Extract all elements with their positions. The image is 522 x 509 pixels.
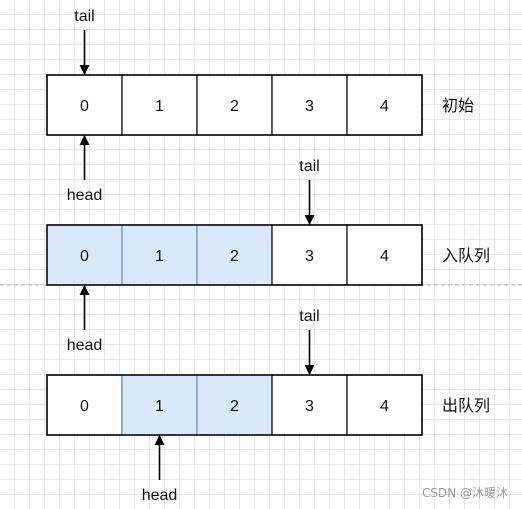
queue-cell: 1	[121, 374, 198, 436]
cell-index-label: 0	[80, 248, 89, 265]
cell-index-label: 2	[230, 398, 239, 415]
queue-outline	[46, 224, 423, 286]
queue-row-0: 0 1 2 3 4 初始 tail head	[46, 8, 474, 204]
cell-index-label: 0	[80, 98, 89, 115]
rows-layer: 0 1 2 3 4 初始 tail head 0 1 2 3 4 入队列 tail head 0 1 2 3 4 出队列 t…	[46, 8, 490, 504]
queue-cell: 2	[196, 224, 273, 286]
cell-index-label: 4	[380, 248, 389, 265]
cell-index-label: 1	[155, 398, 164, 415]
cell-box	[121, 224, 198, 286]
queue-cell: 0	[46, 74, 123, 136]
tail-label: tail	[299, 308, 319, 325]
cell-index-label: 3	[305, 248, 314, 265]
queue-cell: 4	[346, 374, 423, 436]
queue-cell: 1	[121, 74, 198, 136]
cell-box	[121, 374, 198, 436]
cell-index-label: 2	[230, 248, 239, 265]
queue-cell: 2	[196, 374, 273, 436]
head-label: head	[67, 337, 103, 354]
watermark: CSDN @沐暖沐	[421, 486, 508, 500]
queue-outline	[46, 374, 423, 436]
queue-cell: 0	[46, 374, 123, 436]
cell-box	[271, 224, 348, 286]
cell-box	[46, 374, 123, 436]
cell-index-label: 3	[305, 98, 314, 115]
queue-cell: 3	[271, 374, 348, 436]
tail-label: tail	[299, 158, 319, 175]
cell-box	[121, 74, 198, 136]
cell-index-label: 3	[305, 398, 314, 415]
cell-index-label: 4	[380, 398, 389, 415]
cell-index-label: 1	[155, 248, 164, 265]
cell-index-label: 0	[80, 398, 89, 415]
queue-cell: 2	[196, 74, 273, 136]
row-state-label: 入队列	[442, 247, 490, 265]
queue-cell: 0	[46, 224, 123, 286]
queue-row-2: 0 1 2 3 4 出队列 tail head	[46, 308, 490, 504]
row-state-label: 初始	[442, 97, 474, 115]
queue-outline	[46, 74, 423, 136]
cell-box	[196, 374, 273, 436]
queue-cell: 4	[346, 74, 423, 136]
cell-index-label: 1	[155, 98, 164, 115]
queue-cell: 3	[271, 74, 348, 136]
queue-row-1: 0 1 2 3 4 入队列 tail head	[46, 158, 490, 354]
head-label: head	[67, 187, 103, 204]
head-label: head	[142, 487, 178, 504]
row-state-label: 出队列	[442, 397, 490, 415]
queue-cell: 4	[346, 224, 423, 286]
queue-cell: 3	[271, 224, 348, 286]
cell-index-label: 4	[380, 98, 389, 115]
tail-label: tail	[74, 8, 94, 25]
cell-index-label: 2	[230, 98, 239, 115]
queue-cell: 1	[121, 224, 198, 286]
